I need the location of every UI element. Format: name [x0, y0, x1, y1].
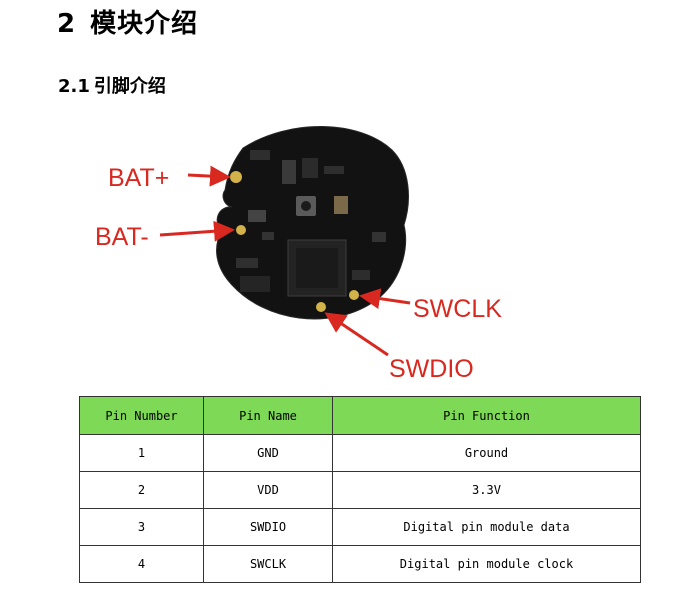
section-title: 模块介绍 — [90, 9, 199, 39]
table-header-row: Pin Number Pin Name Pin Function — [79, 396, 641, 435]
subsection-number: 2.1 — [58, 76, 90, 97]
header-pin-name: Pin Name — [203, 396, 333, 435]
bat-plus-arrow — [187, 165, 231, 187]
bat-minus-arrow — [159, 220, 235, 242]
table-row: 1 GND Ground — [79, 434, 641, 472]
swclk-arrow — [359, 288, 411, 309]
pin-table: Pin Number Pin Name Pin Function 1 GND G… — [79, 396, 641, 583]
pin-function-cell: Digital pin module clock — [332, 545, 641, 583]
section-heading: 2 模块介绍 — [57, 3, 198, 40]
bat-minus-label: BAT- — [95, 223, 149, 251]
module-pin-figure: BAT+ BAT- SWCLK SWDIO — [95, 126, 502, 383]
pin-number-cell: 3 — [79, 508, 204, 546]
pin-function-cell: Digital pin module data — [332, 508, 641, 546]
table-row: 3 SWDIO Digital pin module data — [79, 508, 641, 546]
pin-number-cell: 4 — [79, 545, 204, 583]
pin-number-cell: 2 — [79, 471, 204, 509]
bat-plus-label: BAT+ — [108, 164, 169, 192]
bat-minus-pad — [236, 225, 246, 235]
table-row: 4 SWCLK Digital pin module clock — [79, 545, 641, 583]
pin-name-cell: VDD — [203, 471, 333, 509]
pin-name-cell: GND — [203, 434, 333, 472]
pin-function-cell: Ground — [332, 434, 641, 472]
header-pin-number: Pin Number — [79, 396, 204, 435]
pin-name-cell: SWCLK — [203, 545, 333, 583]
swclk-label: SWCLK — [413, 295, 502, 323]
header-pin-function: Pin Function — [332, 396, 641, 435]
pin-function-cell: 3.3V — [332, 471, 641, 509]
pin-name-cell: SWDIO — [203, 508, 333, 546]
swclk-pad — [349, 290, 359, 300]
pin-number-cell: 1 — [79, 434, 204, 472]
swdio-pad — [316, 302, 326, 312]
section-number: 2 — [57, 9, 77, 39]
bat-plus-pad — [230, 171, 242, 183]
pcb-board — [216, 126, 409, 320]
table-row: 2 VDD 3.3V — [79, 471, 641, 509]
swdio-label: SWDIO — [389, 355, 474, 383]
swdio-arrow — [324, 312, 389, 357]
subsection-title: 引脚介绍 — [93, 76, 166, 97]
